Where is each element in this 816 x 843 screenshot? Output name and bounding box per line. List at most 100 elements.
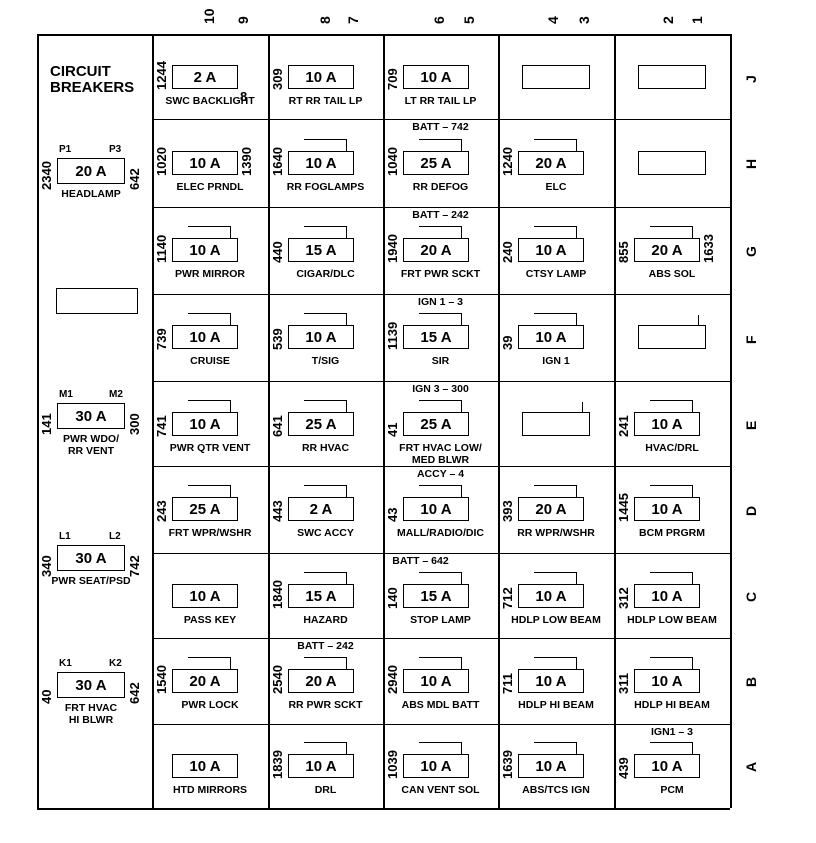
fuse-lead — [346, 400, 348, 413]
fuse-lead — [576, 313, 578, 326]
fuse-circuit-number: 393 — [500, 500, 515, 522]
fuse-label: CRUISE — [190, 355, 230, 367]
fuse-lead — [692, 226, 694, 239]
breaker-pin-right: M2 — [109, 389, 123, 400]
fuse-lead — [304, 657, 347, 659]
fuse-circuit-number: 1940 — [385, 234, 400, 263]
fuse-circuit-number: 439 — [616, 757, 631, 779]
fuse-lead — [461, 313, 463, 326]
fuse-circuit-number: 1839 — [270, 750, 285, 779]
fuse-circuit-number: 2540 — [270, 665, 285, 694]
empty-fuse-slot — [638, 151, 706, 175]
fuse-lead — [534, 139, 577, 141]
fuse-circuit-number: 443 — [270, 500, 285, 522]
fuse-lead — [304, 572, 347, 574]
fuse-label: IGN 1 — [542, 355, 570, 367]
fuse-box: 10 A — [288, 65, 354, 89]
bus-label: BATT – 242 — [412, 209, 469, 221]
fuse-box: 20 A — [518, 497, 584, 521]
fuse-amp-rating: 10 A — [420, 672, 452, 690]
fuse-lead — [534, 485, 577, 487]
column-number: 4 — [545, 16, 561, 24]
fuse-circuit-number: 711 — [500, 673, 515, 694]
fuse-label: PWR MIRROR — [175, 268, 245, 280]
fuse-label: RR PWR SCKT — [288, 699, 363, 711]
fuse-label: MALL/RADIO/DIC — [397, 527, 484, 539]
fuse-box: 25 A — [172, 497, 238, 521]
fuse-amp-rating: 20 A — [420, 241, 452, 259]
fuse-label: FRT WPR/WSHR — [168, 527, 252, 539]
fuse-lead — [346, 313, 348, 326]
fuse-lead — [650, 485, 693, 487]
fuse-lead — [304, 139, 347, 141]
breaker-circuit-left: 340 — [39, 555, 54, 577]
fuse-amp-rating: 10 A — [651, 587, 683, 605]
fuse-lead — [304, 400, 347, 402]
fuse-lead — [461, 742, 463, 755]
fuse-box: 20 A — [518, 151, 584, 175]
fuse-label: RR FOGLAMPS — [286, 181, 365, 193]
column-number: 6 — [431, 16, 447, 24]
fuse-label: ABS/TCS IGN — [522, 784, 590, 796]
breaker-pin-left: K1 — [59, 658, 72, 669]
fuse-circuit-number: 2940 — [385, 665, 400, 694]
row-letter: F — [743, 334, 759, 344]
fuse-amp-rating: 20 A — [651, 241, 683, 259]
fuse-box: 10 A — [403, 497, 469, 521]
fuse-lead — [534, 226, 577, 228]
fuse-amp-rating: 25 A — [305, 415, 337, 433]
breaker-amp-rating: 30 A — [75, 407, 107, 425]
grid-vertical-line — [383, 34, 385, 808]
fuse-circuit-number: 1640 — [270, 147, 285, 176]
fuse-label: SWC ACCY — [297, 527, 354, 539]
fuse-lead — [419, 742, 462, 744]
breaker-circuit-left: 40 — [39, 689, 54, 704]
fuse-label: FRT HVAC LOW/ MED BLWR — [399, 442, 482, 466]
fuse-box: 2 A — [172, 65, 238, 89]
grid-vertical-line — [152, 34, 154, 808]
grid-horizontal-line — [152, 381, 730, 383]
column-number: 5 — [461, 16, 477, 24]
fuse-amp-rating: 25 A — [420, 154, 452, 172]
fuse-label: HDLP LOW BEAM — [511, 614, 601, 626]
fuse-circuit-number: 1039 — [385, 750, 400, 779]
fuse-circuit-number: 312 — [616, 587, 631, 609]
fuse-lead — [346, 572, 348, 585]
breaker-box: 30 A — [57, 545, 125, 571]
bus-label: BATT – 642 — [392, 555, 449, 567]
fuse-amp-rating: 10 A — [535, 587, 567, 605]
fuse-box: 15 A — [403, 325, 469, 349]
fuse-lead — [461, 485, 463, 498]
fuse-label: PWR QTR VENT — [169, 442, 251, 454]
breaker-label: PWR SEAT/PSD — [51, 575, 131, 587]
fuse-lead — [576, 485, 578, 498]
fuse-lead — [576, 657, 578, 670]
fuse-circuit-number: 140 — [385, 587, 400, 609]
fuse-lead — [419, 485, 462, 487]
fuse-circuit-number: 243 — [154, 500, 169, 522]
breaker-label: HEADLAMP — [61, 188, 121, 200]
fuse-lead — [650, 226, 693, 228]
fuse-lead — [419, 313, 462, 315]
fuse-box: 15 A — [403, 584, 469, 608]
fuse-lead — [304, 485, 347, 487]
fuse-amp-rating: 2 A — [309, 500, 333, 518]
fuse-amp-rating: 10 A — [189, 757, 221, 775]
breaker-circuit-right: 742 — [127, 555, 142, 577]
fuse-circuit-number: 241 — [616, 415, 631, 437]
fuse-amp-rating: 10 A — [189, 154, 221, 172]
fuse-circuit-number: 641 — [270, 415, 285, 437]
fuse-circuit-number: 1540 — [154, 665, 169, 694]
fuse-lead — [304, 226, 347, 228]
fuse-lead — [650, 572, 693, 574]
breaker-pin-left: M1 — [59, 389, 73, 400]
empty-breaker-slot — [56, 288, 138, 314]
fuse-amp-rating: 15 A — [420, 328, 452, 346]
fuse-lead — [346, 226, 348, 239]
fuse-circuit-number: 1244 — [154, 61, 169, 90]
fuse-label: PWR LOCK — [181, 699, 239, 711]
bus-label: ACCY – 4 — [416, 468, 465, 480]
fuse-box: 10 A — [172, 412, 238, 436]
fuse-box: 10 A — [403, 669, 469, 693]
grid-vertical-line — [614, 34, 616, 808]
